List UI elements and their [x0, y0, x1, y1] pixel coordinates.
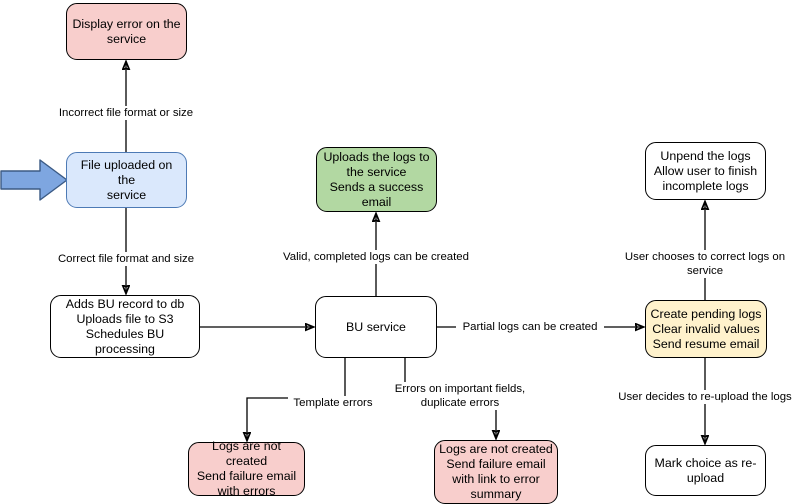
node-bu-service[interactable]: BU service — [315, 296, 437, 358]
edge-label-partial-logs: Partial logs can be created — [456, 320, 604, 334]
node-display-error[interactable]: Display error on the service — [66, 3, 187, 60]
edge-label-template-errors: Template errors — [288, 396, 378, 410]
node-logs-not-created-2[interactable]: Logs are not created Send failure email … — [434, 440, 558, 504]
node-uploads-logs[interactable]: Uploads the logs to the service Sends a … — [316, 147, 437, 212]
node-mark-choice[interactable]: Mark choice as re- upload — [645, 445, 766, 496]
entry-arrow — [0, 159, 68, 201]
node-file-uploaded[interactable]: File uploaded on the service — [66, 152, 187, 208]
edge-label-valid-logs: Valid, completed logs can be created — [281, 250, 471, 264]
edge-label-incorrect-format: Incorrect file format or size — [50, 106, 202, 120]
edge-label-user-corrects: User chooses to correct logs on service — [608, 250, 801, 278]
node-adds-bu-record[interactable]: Adds BU record to db Uploads file to S3 … — [50, 295, 200, 358]
edge-label-user-reupload: User decides to re-upload the logs — [611, 390, 799, 404]
node-logs-not-created-1[interactable]: Logs are not created Send failure email … — [188, 439, 305, 498]
edge-label-correct-format: Correct file format and size — [52, 252, 200, 266]
node-create-pending-logs[interactable]: Create pending logs Clear invalid values… — [645, 300, 767, 358]
node-unpend-logs[interactable]: Unpend the logs Allow user to finish inc… — [645, 142, 766, 200]
edge-label-important-errors: Errors on important fields, duplicate er… — [391, 382, 529, 410]
